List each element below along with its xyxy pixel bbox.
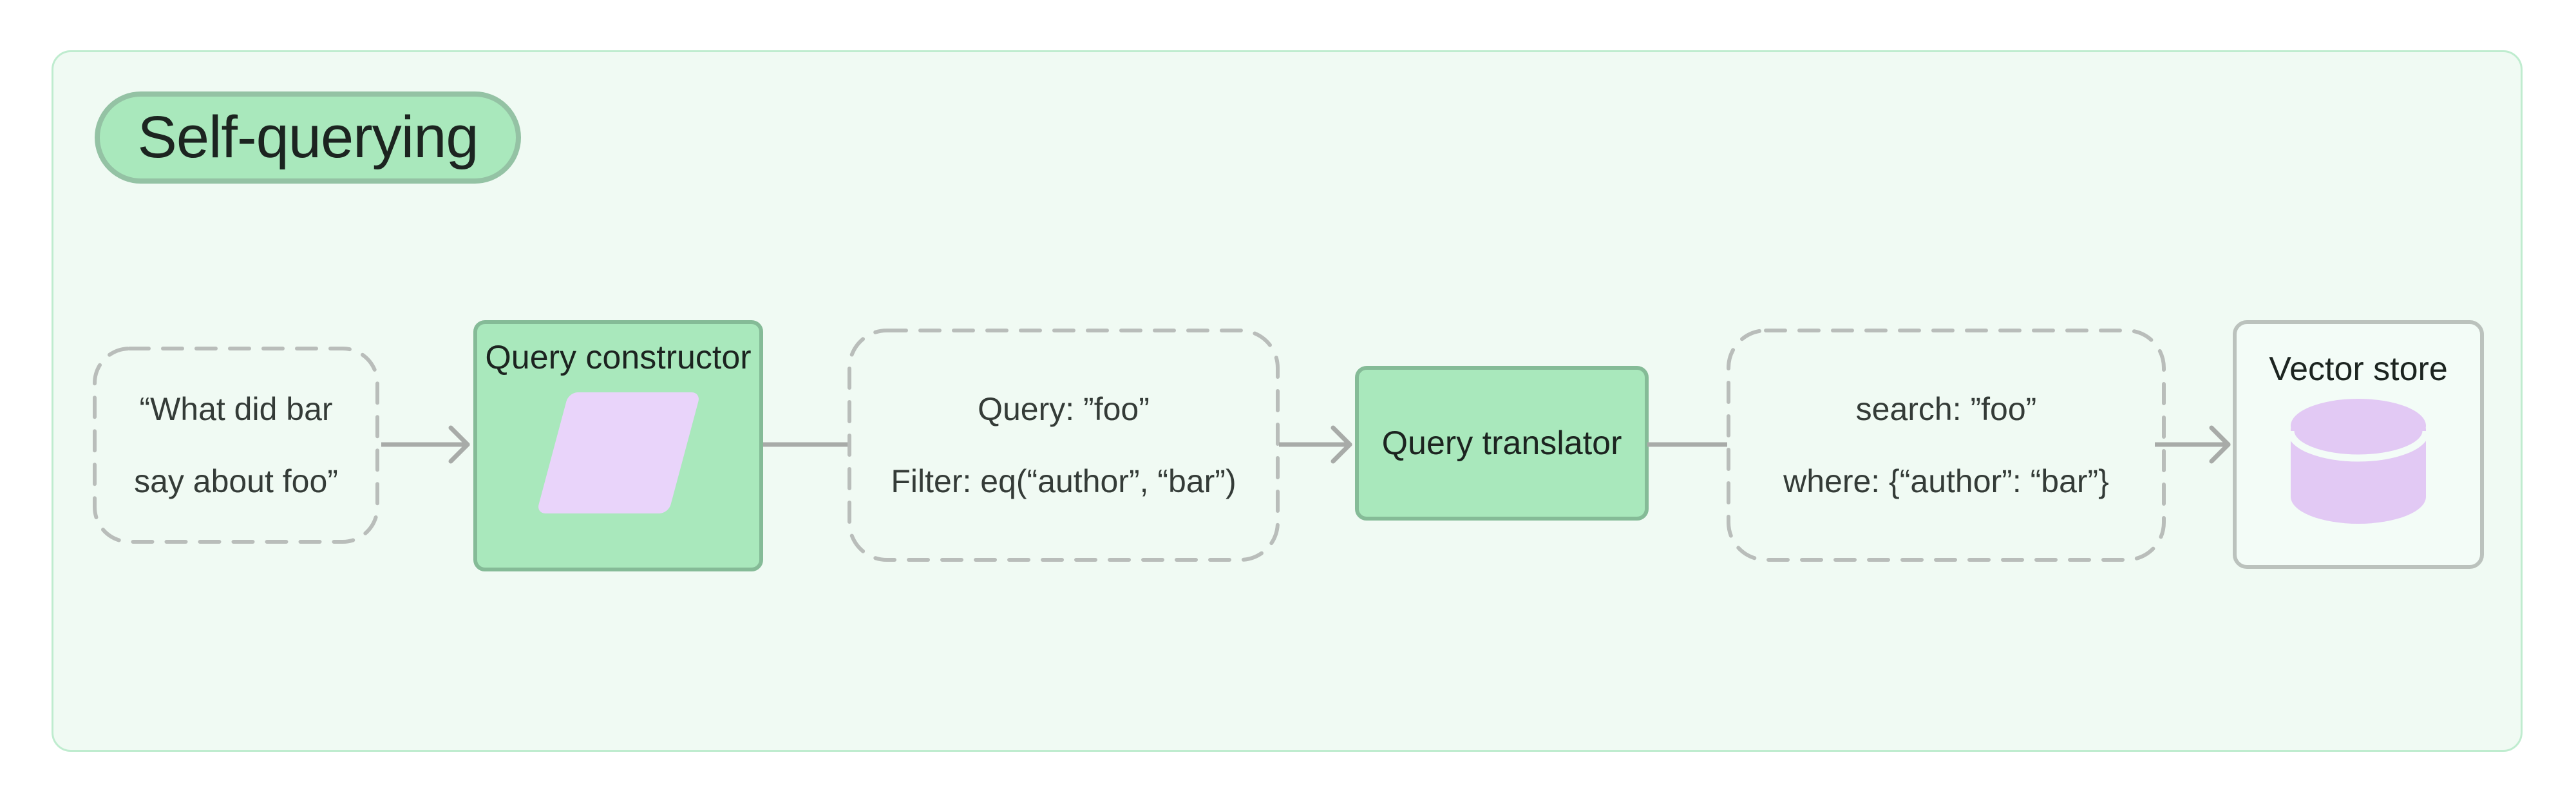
dashed-outline: [848, 329, 1280, 562]
node-query-constructor: Query constructor: [473, 320, 763, 571]
diagram-title-badge: Self-querying: [95, 91, 521, 184]
translated-query-line-1: search: ”foo”: [1855, 391, 2037, 427]
translated-query-line-2: where: {“author”: “bar”}: [1783, 463, 2109, 499]
structured-query-text: Query: ”foo” Filter: eq(“author”, “bar”): [891, 373, 1236, 517]
structured-query-line-2: Filter: eq(“author”, “bar”): [891, 463, 1236, 499]
parallelogram-icon: [536, 392, 701, 513]
structured-query-line-1: Query: ”foo”: [978, 391, 1150, 427]
connector-line: [763, 442, 848, 447]
arrow-icon: [1279, 425, 1352, 464]
user-query-text: “What did bar say about foo”: [134, 373, 338, 517]
query-constructor-label: Query constructor: [485, 339, 752, 376]
query-translator-label: Query translator: [1381, 425, 1622, 462]
connector-line: [1647, 442, 1727, 447]
diagram-title: Self-querying: [137, 104, 478, 170]
node-translated-query: search: ”foo” where: {“author”: “bar”}: [1726, 328, 2166, 562]
database-icon: [2291, 399, 2426, 524]
node-vector-store: Vector store: [2233, 320, 2484, 569]
node-structured-query: Query: ”foo” Filter: eq(“author”, “bar”): [847, 328, 1280, 562]
dashed-outline: [1727, 329, 2166, 562]
dashed-outline: [93, 347, 379, 544]
vector-store-label: Vector store: [2269, 350, 2448, 388]
arrow-icon: [2155, 425, 2231, 464]
translated-query-text: search: ”foo” where: {“author”: “bar”}: [1783, 373, 2109, 517]
user-query-line-2: say about foo”: [134, 463, 338, 499]
user-query-line-1: “What did bar: [139, 391, 333, 427]
node-user-query: “What did bar say about foo”: [92, 346, 380, 544]
arrow-icon: [381, 425, 470, 464]
node-query-translator: Query translator: [1355, 366, 1649, 521]
